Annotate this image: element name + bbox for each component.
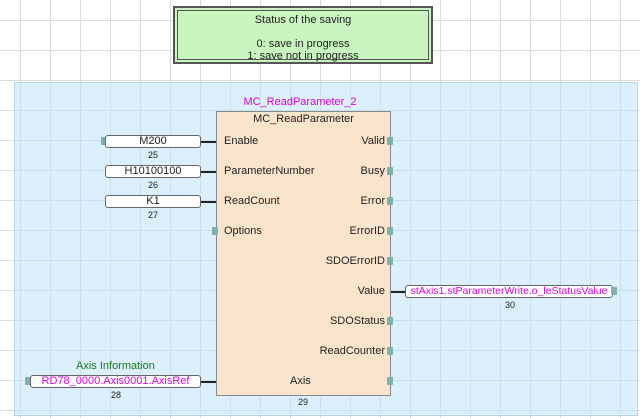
comment-line-2: 1: save not in progress: [247, 50, 359, 62]
pin-options: Options: [224, 225, 262, 237]
axis-var-connector[interactable]: [25, 377, 31, 385]
options-connector[interactable]: [212, 227, 218, 235]
pin-parameter-number: ParameterNumber: [224, 165, 315, 177]
enable-variable[interactable]: M200: [105, 135, 201, 148]
axis-wire: [201, 381, 216, 383]
comment-title: Status of the saving: [254, 14, 352, 26]
comment-line-1: 0: save in progress: [256, 38, 350, 50]
pin-axis: Axis: [290, 375, 311, 387]
error-id-connector[interactable]: [387, 227, 393, 235]
axis-out-connector[interactable]: [387, 377, 393, 385]
comment-box[interactable]: Status of the saving 0: save in progress…: [173, 6, 433, 64]
pin-valid: Valid: [361, 135, 385, 147]
sdo-error-id-connector[interactable]: [387, 257, 393, 265]
sdo-status-connector[interactable]: [387, 317, 393, 325]
error-connector[interactable]: [387, 197, 393, 205]
axis-information-label: Axis Information: [76, 360, 155, 372]
pin-error-id: ErrorID: [349, 225, 385, 237]
axis-variable[interactable]: RD78_0000.Axis0001.AxisRef: [30, 375, 201, 388]
busy-connector[interactable]: [387, 167, 393, 175]
axis-var-number: 28: [110, 390, 121, 400]
fb-number: 29: [297, 397, 308, 407]
function-block[interactable]: [216, 111, 391, 396]
parameter-number-variable[interactable]: H10100100: [105, 165, 201, 178]
pin-read-count: ReadCount: [224, 195, 280, 207]
value-output-variable[interactable]: stAxis1.stParameterWrite.o_leStatusValue: [405, 285, 613, 298]
parameter-var-number: 26: [147, 180, 158, 190]
enable-var-number: 25: [147, 150, 158, 160]
parameter-number-wire: [201, 171, 216, 173]
value-var-number: 30: [504, 300, 515, 310]
pin-sdo-status: SDOStatus: [329, 315, 385, 327]
read-counter-connector[interactable]: [387, 347, 393, 355]
fb-type-name: MC_ReadParameter: [253, 113, 354, 125]
enable-var-connector[interactable]: [101, 137, 107, 145]
value-wire: [391, 291, 405, 293]
value-var-connector[interactable]: [611, 287, 617, 295]
read-count-wire: [201, 201, 216, 203]
pin-error: Error: [360, 195, 385, 207]
fb-instance-name[interactable]: MC_ReadParameter_2: [243, 96, 357, 108]
read-count-var-number: 27: [147, 210, 158, 220]
valid-connector[interactable]: [387, 137, 393, 145]
pin-enable: Enable: [224, 135, 259, 147]
read-count-variable[interactable]: K1: [105, 195, 201, 208]
enable-wire: [201, 141, 216, 143]
pin-sdo-error-id: SDOErrorID: [325, 255, 385, 267]
pin-value: Value: [357, 285, 385, 297]
pin-read-counter: ReadCounter: [319, 345, 385, 357]
pin-busy: Busy: [360, 165, 385, 177]
